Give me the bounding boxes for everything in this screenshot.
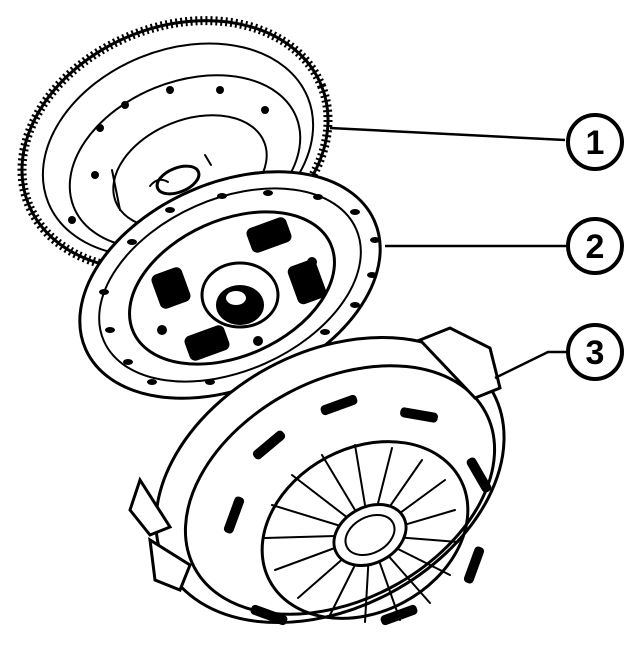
callout-2: 2 — [566, 217, 624, 275]
callout-2-label: 2 — [586, 228, 605, 266]
clutch-disc — [78, 170, 382, 400]
flywheel-ring-gear — [17, 16, 333, 274]
leader-line-1 — [329, 126, 566, 142]
leader-line-3 — [494, 350, 566, 380]
callout-1: 1 — [566, 113, 624, 171]
leader-lines — [329, 126, 566, 380]
callout-3: 3 — [566, 323, 624, 381]
callout-3-label: 3 — [586, 334, 605, 372]
callout-1-label: 1 — [586, 124, 605, 162]
pressure-plate — [128, 326, 506, 626]
